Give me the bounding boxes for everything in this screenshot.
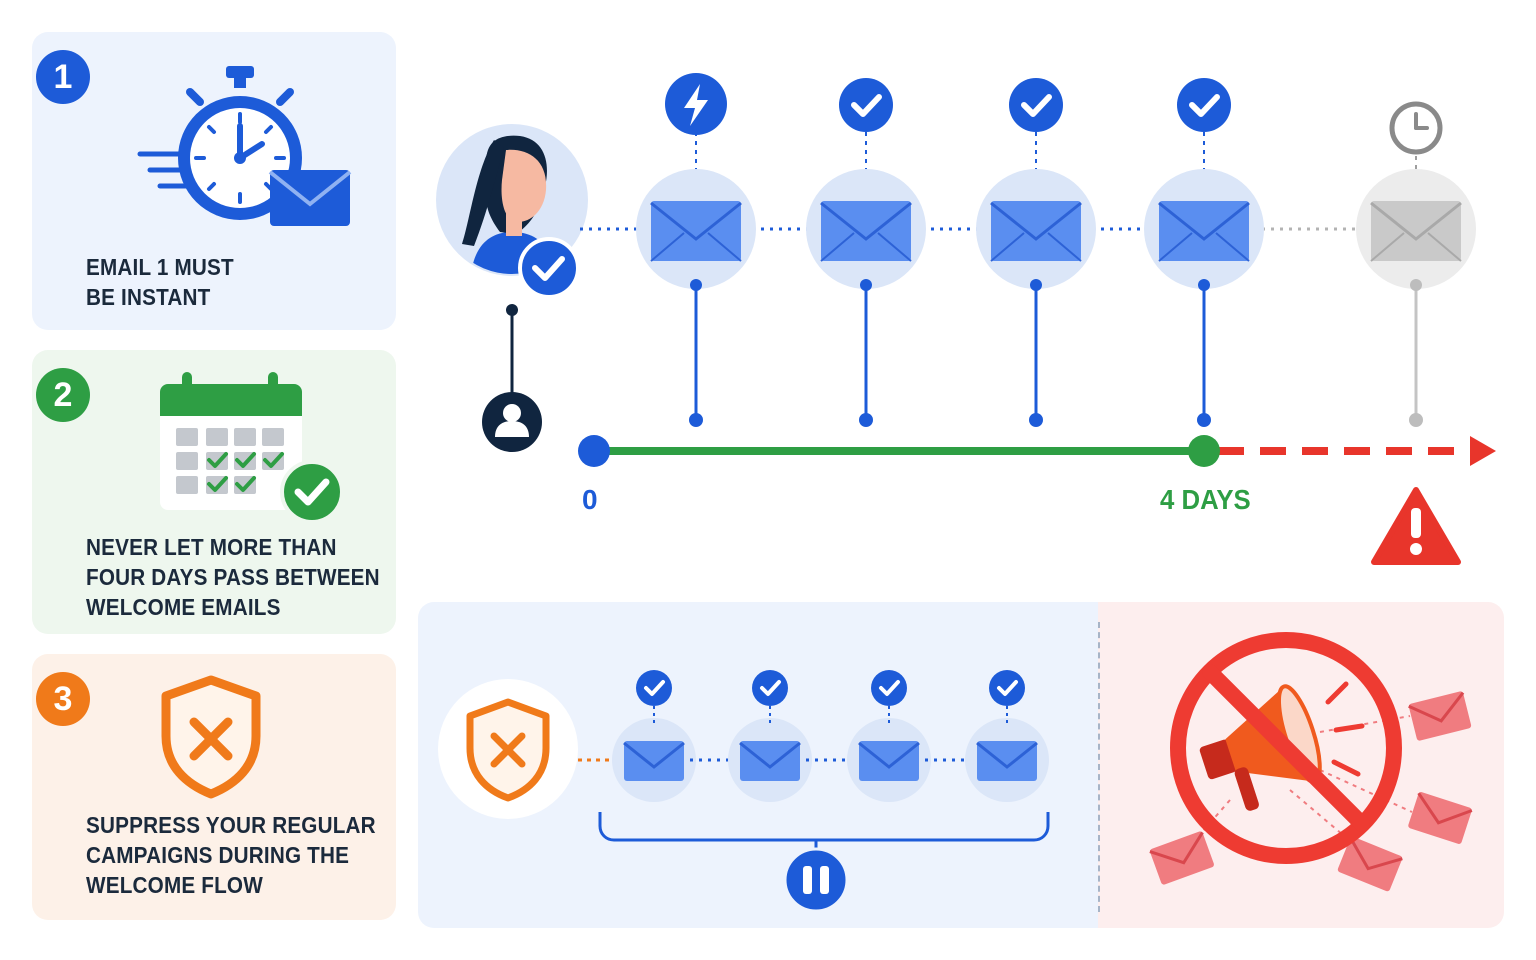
timeline-email-4: [1144, 78, 1264, 427]
step-badge-2: 2: [36, 368, 90, 422]
step-badge-1: 1: [36, 50, 90, 104]
check-icon: [1009, 78, 1063, 132]
check-icon: [839, 78, 893, 132]
timeline-email-2: [806, 78, 926, 427]
pause-icon: [783, 847, 849, 913]
sequence-email-1: [612, 668, 696, 802]
rule-card-instant: 1 EMAIL 1 MUST BE INSTANT: [32, 32, 396, 330]
rule-card-four-days: 2 NEVER LET MORE THAN FOUR DAYS PASS BET…: [32, 350, 396, 634]
sequence-email-2: [728, 668, 812, 802]
clock-icon: [1389, 101, 1443, 155]
lightning-icon: [665, 73, 727, 135]
timeline-email-1: [636, 73, 756, 427]
user-icon: [482, 392, 542, 452]
timeline-email-late: [1356, 101, 1476, 427]
sequence-email-3: [847, 668, 931, 802]
stopwatch-email-icon: [137, 66, 352, 226]
panel-divider: [1098, 622, 1100, 912]
rule-text-four-days: NEVER LET MORE THAN FOUR DAYS PASS BETWE…: [86, 534, 380, 620]
sequence-email-4: [965, 668, 1049, 802]
timeline-limit-label: 4 DAYS: [1160, 484, 1251, 515]
rule-text-suppress: SUPPRESS YOUR REGULAR CAMPAIGNS DURING T…: [86, 812, 376, 898]
rule-card-suppress: 3 SUPPRESS YOUR REGULAR CAMPAIGNS DURING…: [32, 654, 396, 920]
timeline-email-3: [976, 78, 1096, 427]
timeline-bar: [578, 435, 1496, 467]
step-badge-3: 3: [36, 672, 90, 726]
calendar-check-icon: [160, 372, 344, 524]
shield-x-icon: [438, 679, 578, 819]
warning-icon: [1371, 487, 1461, 565]
rule-text-instant: EMAIL 1 MUST BE INSTANT: [86, 254, 234, 310]
timeline-start-label: 0: [582, 484, 598, 515]
subscriber-avatar: [436, 124, 588, 299]
no-megaphone-icon: [1147, 632, 1475, 894]
shield-x-icon: [161, 675, 261, 799]
check-icon: [1177, 78, 1231, 132]
